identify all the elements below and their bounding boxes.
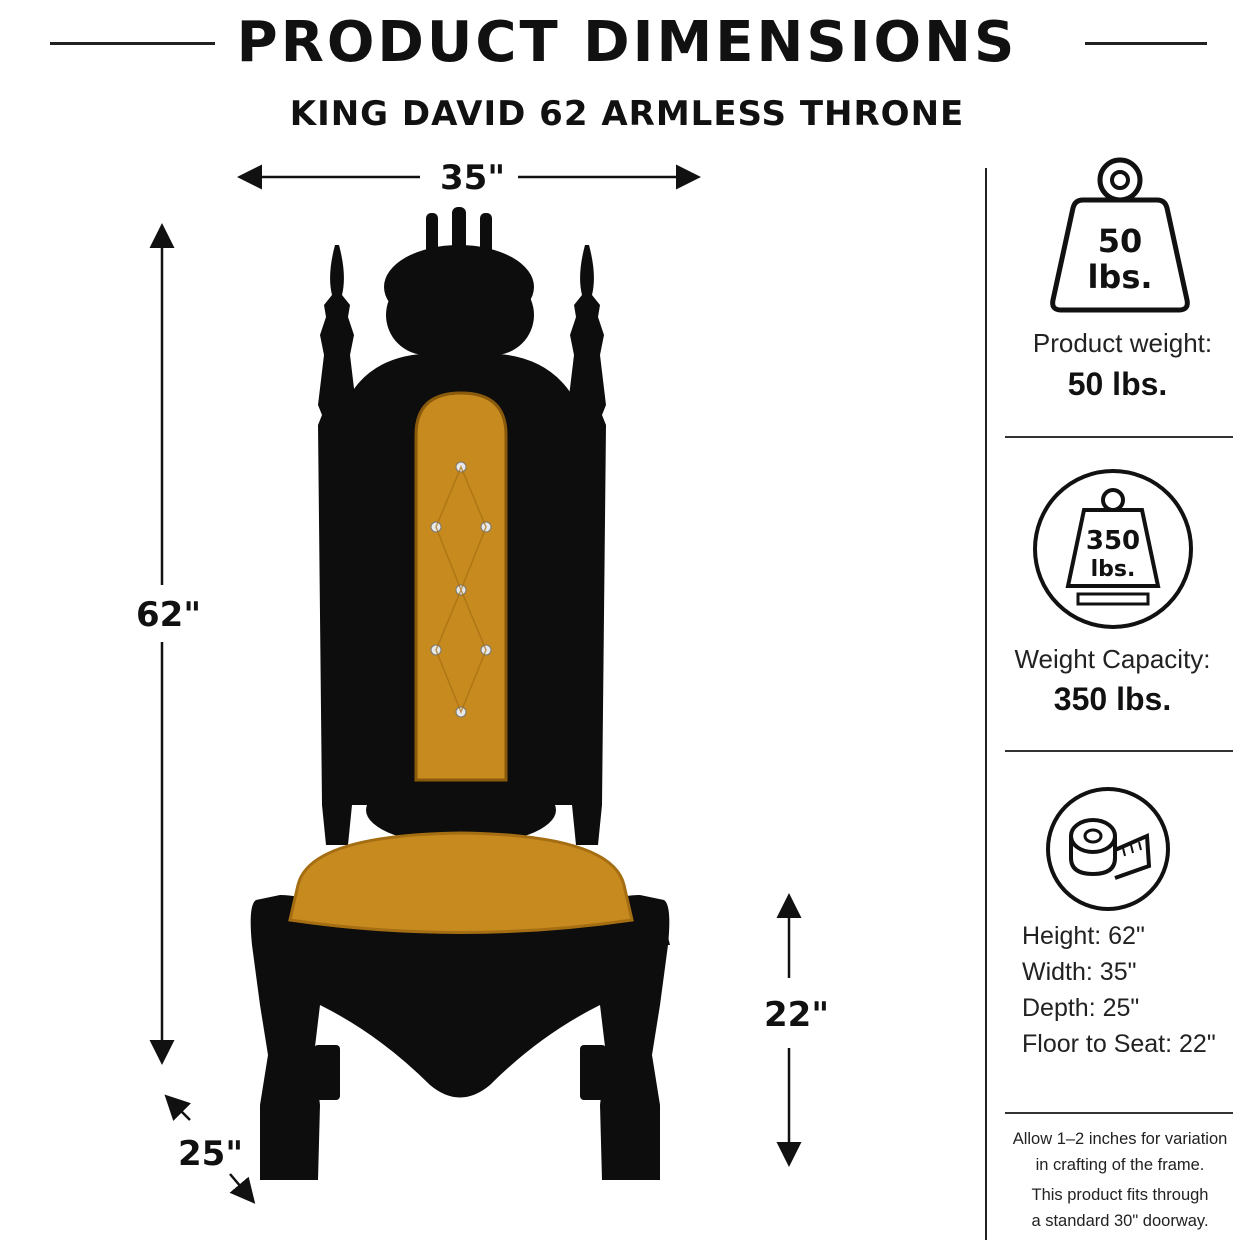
height-label: 62" (136, 595, 202, 635)
weight-icon-number: 50 (1098, 222, 1143, 260)
sidebar-separator-3 (1005, 1112, 1233, 1114)
sidebar-separator-2 (1005, 750, 1233, 752)
note-variation-1: Allow 1–2 inches for variation (1012, 1130, 1228, 1148)
weight-label: Product weight: (1032, 328, 1213, 358)
note-doorway-1: This product fits through (1031, 1186, 1209, 1204)
depth-label: 25" (178, 1134, 244, 1174)
measurement-height: Height: 62" (1022, 922, 1145, 950)
weight-icon: 50 lbs. (1050, 157, 1190, 313)
product-name: KING DAVID 62 ARMLESS THRONE (289, 94, 965, 134)
weight-value: 50 lbs. (1067, 366, 1168, 402)
seat-height-label: 22" (764, 995, 830, 1035)
note-doorway-2: a standard 30" doorway. (1031, 1212, 1209, 1230)
capacity-icon-unit: lbs. (1091, 557, 1136, 582)
measurement-width: Width: 35" (1022, 958, 1137, 986)
scale-icon: 350 lbs. (1033, 469, 1193, 629)
measurements-list: Height: 62" Width: 35" Depth: 25" Floor … (1022, 918, 1216, 1062)
capacity-icon-number: 350 (1086, 526, 1140, 556)
sidebar-divider (985, 168, 987, 1240)
title-rule-right (1085, 42, 1207, 45)
measurement-depth: Depth: 25" (1022, 994, 1140, 1022)
measurement-seat: Floor to Seat: 22" (1022, 1030, 1216, 1058)
note-variation-2: in crafting of the frame. (1035, 1156, 1205, 1174)
page-title: PRODUCT DIMENSIONS (236, 10, 1018, 75)
sidebar-separator-1 (1005, 436, 1233, 438)
throne-image (250, 207, 670, 1180)
capacity-value: 350 lbs. (1053, 681, 1172, 717)
width-label: 35" (440, 158, 506, 198)
tape-measure-icon (1046, 787, 1170, 911)
title-rule-left (50, 42, 215, 45)
weight-icon-unit: lbs. (1087, 258, 1152, 296)
capacity-label: Weight Capacity: (1014, 644, 1211, 674)
